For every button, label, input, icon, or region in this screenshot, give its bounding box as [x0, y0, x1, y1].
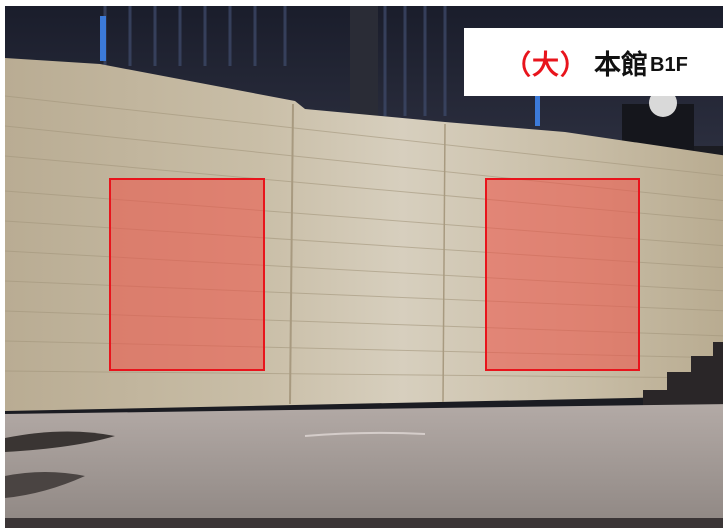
highlighted-area-left [109, 178, 265, 371]
highlighted-area-right [485, 178, 640, 371]
floor-code: B1F [650, 53, 688, 76]
size-marker: （大） [504, 49, 588, 81]
location-label: （大） 本館 B1F [464, 28, 723, 96]
building-name: 本館 [594, 49, 648, 81]
